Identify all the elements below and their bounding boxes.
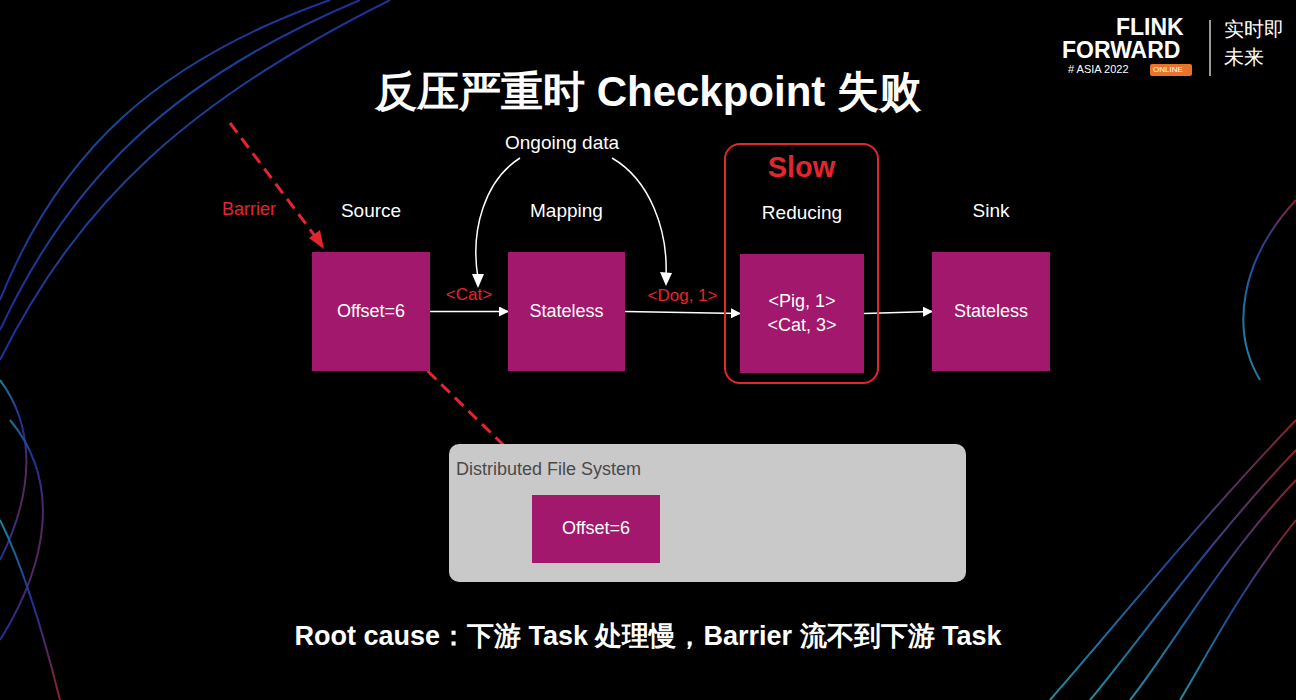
- highlight-frame: SlowReducing<Pig, 1> <Cat, 3>: [724, 143, 879, 384]
- data-flow-arrow: [430, 311, 508, 313]
- task-name: Source: [272, 200, 470, 222]
- edge-label: <Dog, 1>: [648, 286, 718, 306]
- data-flow-arrow: [625, 312, 740, 314]
- logo-text: FLINK: [1116, 14, 1184, 41]
- task-box: Offset=6: [532, 495, 660, 563]
- logo-text: # ASIA 2022: [1068, 63, 1129, 75]
- task-state: <Pig, 1> <Cat, 3>: [746, 290, 858, 337]
- task-name: Sink: [892, 200, 1090, 222]
- stored-state: Offset=6: [554, 517, 638, 540]
- logo-text: FORWARD: [1062, 37, 1180, 64]
- task-state: Stateless: [946, 300, 1036, 323]
- task-box: MappingStateless: [508, 252, 625, 371]
- edge-label: <Cat>: [446, 285, 492, 305]
- slow-label: Slow: [726, 151, 877, 184]
- logo-badge: ONLINE: [1153, 64, 1183, 76]
- task-state: Stateless: [521, 300, 611, 323]
- slide-caption: Root cause：下游 Task 处理慢，Barrier 流不到下游 Tas…: [0, 618, 1296, 654]
- logo-slogan: 未来: [1224, 44, 1264, 71]
- task-box: Reducing<Pig, 1> <Cat, 3>: [740, 254, 864, 373]
- task-name: Mapping: [468, 200, 665, 222]
- task-name: Reducing: [700, 202, 904, 224]
- task-box: SourceOffset=6: [312, 252, 430, 371]
- panel-title: Distributed File System: [456, 459, 641, 480]
- task-state: Offset=6: [329, 300, 413, 323]
- data-flow-arrow: [864, 312, 932, 314]
- task-box: SinkStateless: [932, 252, 1050, 371]
- barrier-label: Barrier: [222, 199, 276, 220]
- annotation: Ongoing data: [505, 132, 619, 154]
- logo-slogan: 实时即: [1224, 16, 1284, 43]
- storage-panel: Distributed File SystemOffset=6: [449, 444, 966, 582]
